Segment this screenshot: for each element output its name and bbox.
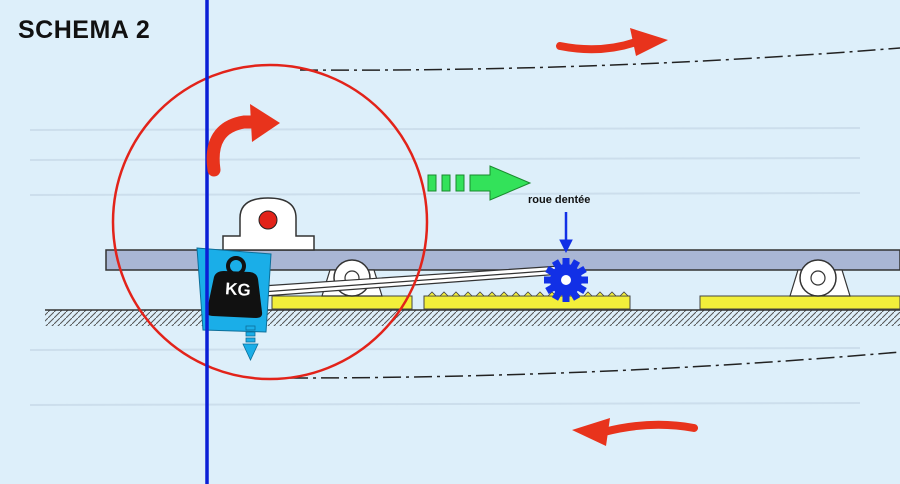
pivot-bearing — [222, 197, 315, 251]
rotation-circle — [111, 63, 429, 381]
green-motion-arrow — [427, 165, 532, 201]
rack-teeth — [427, 291, 629, 297]
ground-hatch — [45, 310, 900, 326]
upper-direction-arrow — [556, 28, 668, 56]
gear-wheel — [544, 258, 588, 302]
lower-direction-arrow — [572, 418, 698, 446]
background-texture — [29, 127, 861, 406]
gear-label: roue dentée — [528, 194, 591, 206]
weight-box — [196, 247, 272, 333]
lower-trajectory-line — [289, 351, 900, 379]
gravity-arrow — [242, 325, 259, 361]
gear-pointer-arrow — [559, 212, 573, 254]
right-wheel — [789, 259, 851, 297]
rack-segment-right — [699, 295, 900, 310]
weight-label: KG — [224, 279, 252, 300]
diagram-title: SCHEMA 2 — [18, 16, 151, 44]
rack-segment-left — [271, 295, 413, 310]
rotation-arrow — [206, 104, 280, 177]
weight-icon — [206, 256, 263, 318]
rack-segment-toothed — [423, 295, 631, 310]
